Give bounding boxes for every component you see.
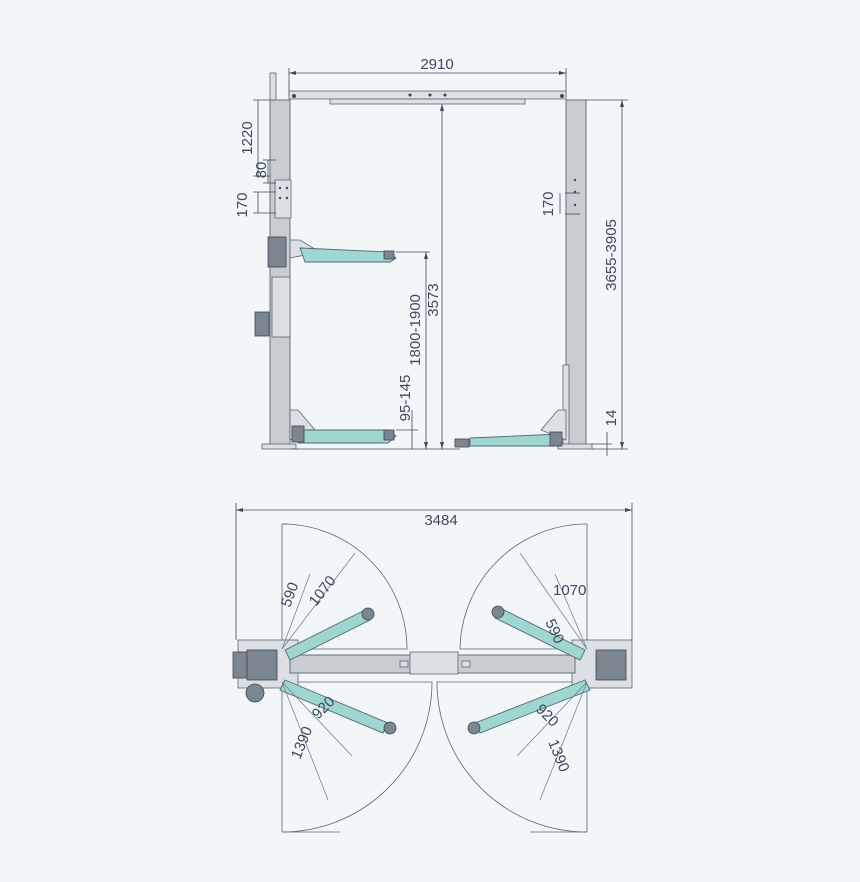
swing-arcs-right (436, 523, 588, 833)
label-95-145: 95-145 (397, 375, 414, 422)
right-column (557, 99, 593, 450)
label-170-right: 170 (540, 191, 557, 216)
label-14: 14 (603, 410, 620, 427)
swing-arcs-left (281, 523, 433, 833)
label-1220: 1220 (239, 121, 256, 154)
dims-left-front: 1220 80 170 (234, 99, 276, 218)
label-170-left: 170 (234, 192, 251, 217)
label-1070-right: 1070 (553, 582, 586, 599)
label-1800-1900: 1800-1900 (407, 294, 424, 366)
label-1390-right: 1390 (544, 737, 572, 774)
label-3573: 3573 (425, 283, 442, 316)
overhead-beam (288, 90, 567, 105)
lowered-arm-left (289, 409, 397, 444)
top-view: 3484 (232, 503, 633, 833)
radial-dims (281, 552, 588, 801)
dim-overall-width-top: 3484 (235, 503, 633, 640)
lift-base-frame (232, 639, 633, 703)
label-1070-left: 1070 (306, 573, 340, 610)
dim-overall-width-front: 2910 (288, 56, 567, 96)
label-3484: 3484 (424, 512, 457, 529)
top-arms (279, 605, 591, 735)
lowered-arm-right (454, 409, 567, 448)
label-1390-left: 1390 (288, 724, 316, 761)
label-80: 80 (253, 162, 270, 179)
raised-arm (289, 239, 397, 263)
dims-center-front: 1800-1900 3573 95-145 (290, 104, 460, 450)
front-view: 2910 (234, 56, 628, 456)
label-3655-3905: 3655-3905 (603, 219, 620, 291)
label-2910: 2910 (420, 56, 453, 73)
dims-right-front: 170 3655-3905 14 (540, 99, 628, 456)
left-column (254, 72, 297, 450)
